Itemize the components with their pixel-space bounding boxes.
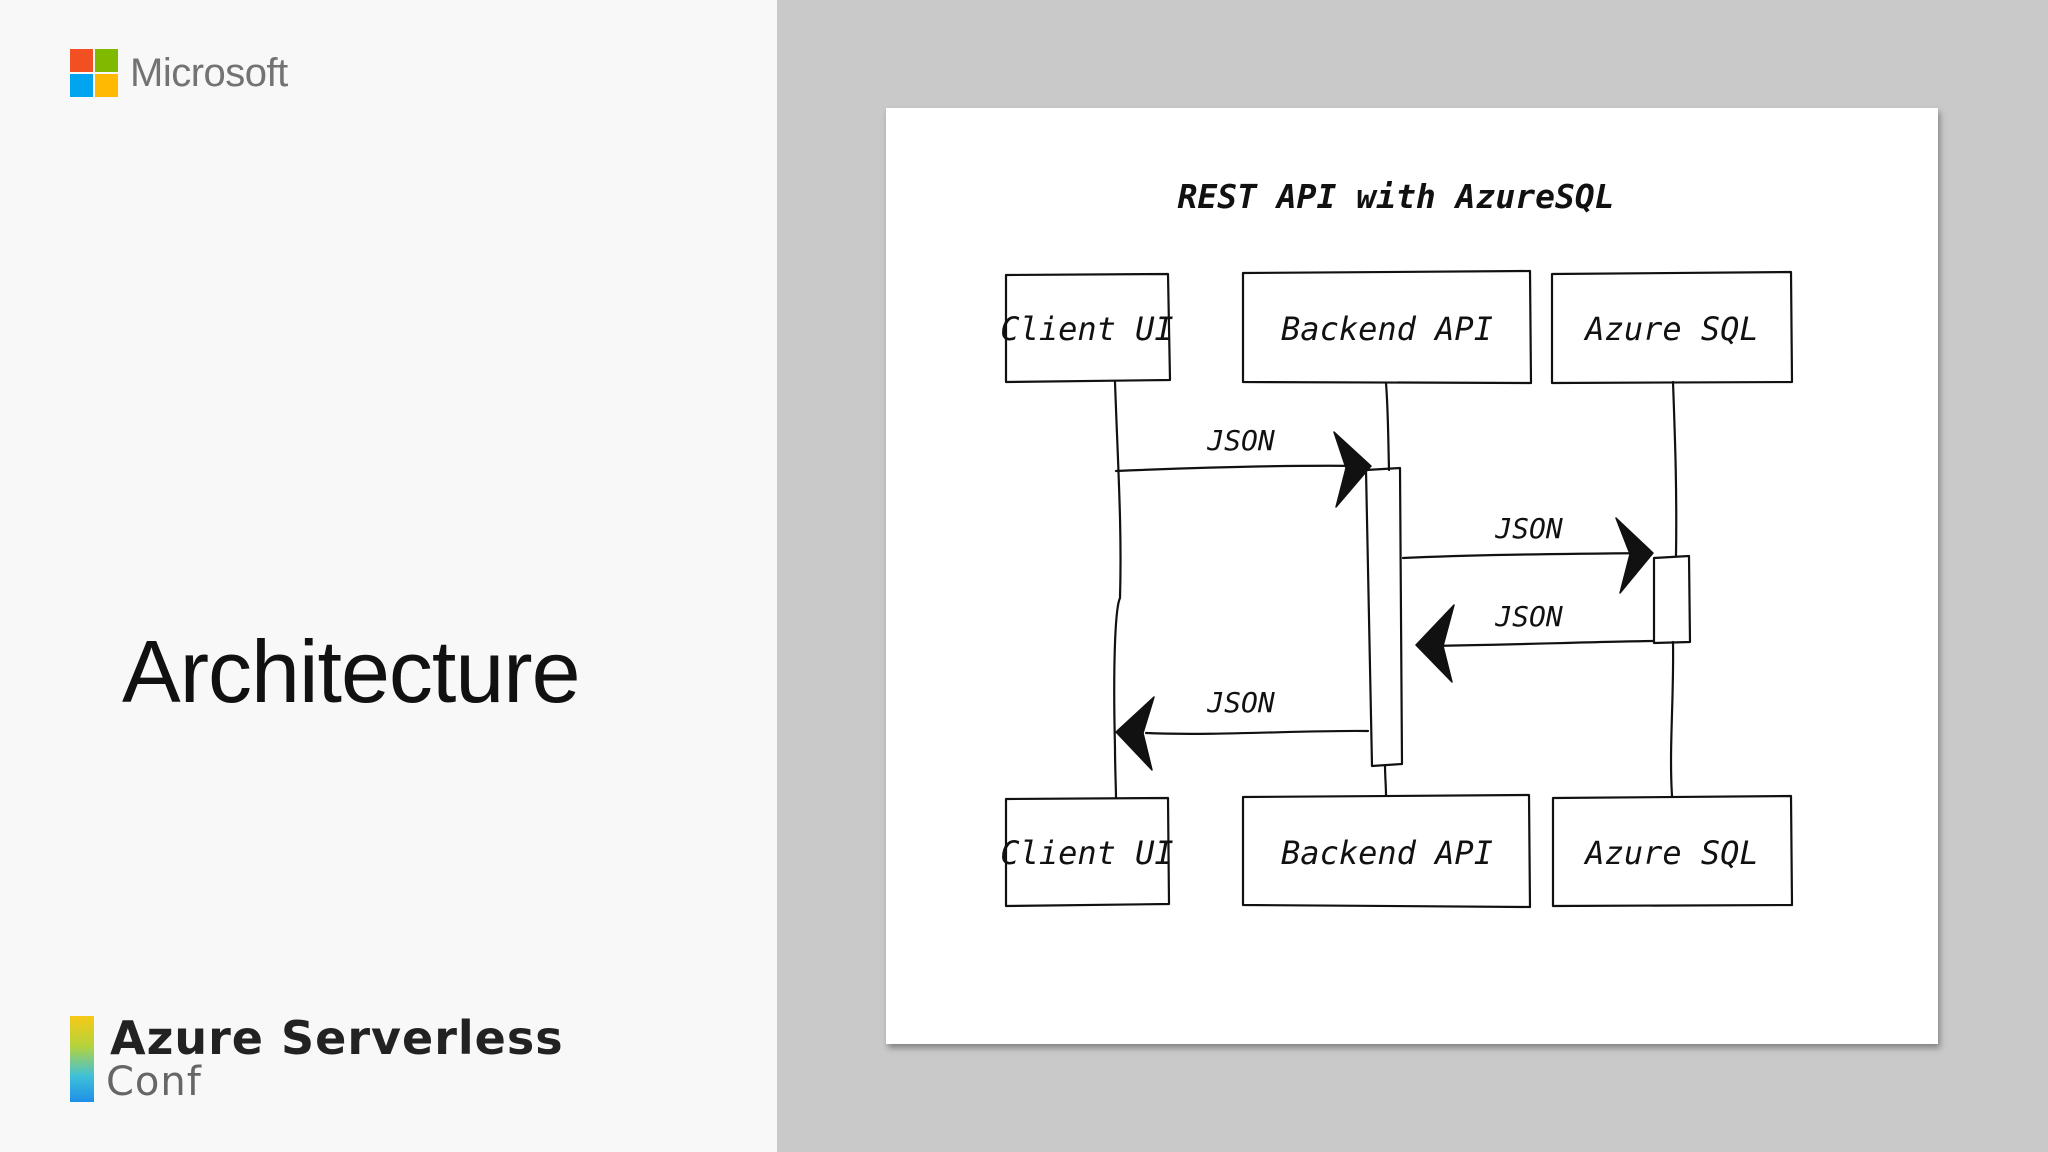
participant-label: Azure SQL (1583, 834, 1758, 872)
arrowhead-left-icon (1415, 604, 1455, 683)
message-label: JSON (1206, 424, 1275, 457)
microsoft-wordmark: Microsoft (130, 50, 288, 95)
arrowhead-right-icon (1333, 431, 1372, 508)
message-line-1 (1114, 464, 1368, 473)
conference-logo: Azure Serverless Conf (70, 1011, 564, 1105)
message-label: JSON (1494, 512, 1563, 545)
message-line-2 (1401, 551, 1654, 560)
left-panel: Microsoft Architecture Azure Serverless … (0, 0, 777, 1152)
participant-box-bottom-client (1004, 796, 1171, 908)
participant-box-top-backend (1241, 269, 1533, 385)
windows-logo-icon (70, 49, 118, 97)
conference-subname: Conf (106, 1059, 202, 1105)
logo-square-blue (70, 74, 93, 97)
participant-label: Backend API (1281, 834, 1493, 872)
participant-label: Azure SQL (1583, 310, 1758, 348)
message-label: JSON (1206, 686, 1275, 719)
activation-bar-backend (1364, 466, 1404, 768)
lifeline-backend (1384, 381, 1391, 472)
participant-box-bottom-backend (1241, 793, 1532, 909)
arrowhead-right-icon (1615, 517, 1654, 594)
message-label: JSON (1494, 600, 1563, 633)
participant-label: Client UI (1000, 310, 1173, 348)
activation-bar-sql (1652, 554, 1692, 645)
logo-square-yellow (95, 74, 118, 97)
logo-square-green (95, 49, 118, 72)
logo-square-red (70, 49, 93, 72)
lifeline-sql-lower (1669, 640, 1675, 798)
sequence-diagram-card: REST API with AzureSQL Client UI Backend… (886, 108, 1938, 1044)
lifeline-sql (1671, 380, 1678, 558)
sequence-diagram: REST API with AzureSQL Client UI Backend… (1000, 177, 1794, 909)
arrowhead-left-icon (1115, 696, 1155, 771)
participant-box-top-client (1004, 272, 1172, 384)
participant-label: Client UI (1000, 834, 1173, 872)
participant-box-bottom-sql (1551, 794, 1794, 908)
slide-title: Architecture (122, 622, 581, 721)
lifeline-client (1113, 380, 1122, 800)
diagram-title: REST API with AzureSQL (1177, 177, 1614, 216)
message-line-3 (1421, 639, 1655, 648)
participant-label: Backend API (1281, 310, 1493, 348)
lifeline-backend-lower (1383, 763, 1388, 797)
message-line-4 (1144, 729, 1370, 735)
gradient-bar-icon (70, 1016, 94, 1102)
microsoft-logo: Microsoft (70, 48, 288, 98)
conference-name: Azure Serverless (110, 1011, 564, 1065)
participant-box-top-sql (1550, 270, 1794, 385)
